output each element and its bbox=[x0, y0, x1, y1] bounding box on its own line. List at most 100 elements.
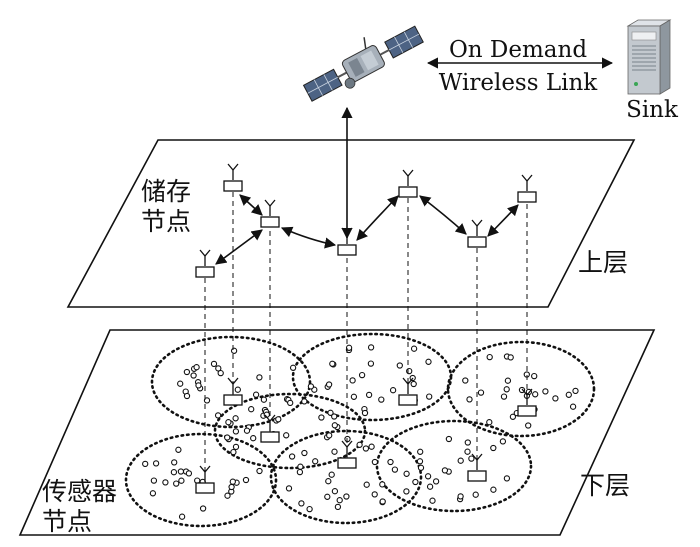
sensor-node bbox=[183, 392, 191, 400]
link-label-line1: On Demand bbox=[449, 37, 587, 63]
sensor-node bbox=[406, 367, 413, 375]
sensor-node bbox=[371, 458, 379, 466]
sensor-node bbox=[363, 481, 370, 488]
sensor-node bbox=[464, 439, 471, 446]
sensor-node bbox=[396, 362, 403, 369]
sensor-node bbox=[210, 360, 218, 368]
sensor-node bbox=[224, 492, 231, 499]
sensor-node bbox=[193, 364, 200, 371]
sensor-node bbox=[361, 409, 369, 417]
sensor-node bbox=[542, 388, 549, 395]
cluster bbox=[375, 419, 533, 513]
sensor-node bbox=[503, 475, 511, 482]
sensor-node bbox=[426, 393, 433, 400]
antenna-node-icon bbox=[337, 440, 357, 469]
sensor-node bbox=[509, 413, 517, 420]
antenna-node-icon bbox=[195, 249, 215, 278]
sensor-node bbox=[426, 483, 434, 490]
sensor-node bbox=[429, 497, 436, 504]
sensor-node bbox=[285, 485, 293, 492]
sensor-node bbox=[275, 416, 282, 423]
antenna-node-icon bbox=[195, 465, 215, 494]
antenna-node-icon bbox=[467, 219, 487, 248]
sensor-node bbox=[185, 470, 193, 477]
sensor-node bbox=[152, 460, 160, 467]
sensor-node bbox=[252, 391, 260, 398]
sensor-node bbox=[350, 393, 358, 400]
sensor-node bbox=[362, 445, 370, 452]
sensor-node bbox=[378, 396, 385, 403]
sensor-node bbox=[142, 460, 149, 468]
sensor-node bbox=[499, 438, 507, 445]
sensor-node bbox=[504, 377, 512, 384]
sensor-node bbox=[283, 432, 290, 439]
antenna-node-icon bbox=[260, 414, 280, 443]
sensor-node bbox=[367, 344, 375, 351]
sensor-node bbox=[416, 458, 424, 465]
sensor-node bbox=[410, 380, 417, 388]
sensor-node bbox=[334, 503, 342, 511]
sensor-node bbox=[326, 432, 333, 439]
sensor-node bbox=[387, 458, 394, 466]
sensor-node bbox=[503, 386, 510, 393]
sensor-node bbox=[477, 389, 485, 396]
sensor-node bbox=[242, 476, 250, 484]
sensor-node bbox=[466, 396, 473, 403]
sensor-node bbox=[379, 481, 386, 488]
sensor-nodes bbox=[142, 344, 579, 520]
sensor-node bbox=[325, 478, 332, 485]
sensor-node bbox=[260, 396, 268, 403]
sensor-node bbox=[371, 491, 378, 498]
storage-nodes-label-line1: 储存 bbox=[141, 177, 191, 206]
sensor-node bbox=[228, 483, 235, 491]
sensor-node bbox=[417, 464, 425, 471]
sensor-node bbox=[365, 391, 373, 399]
sensor-node bbox=[312, 458, 319, 465]
sensor-node bbox=[175, 446, 182, 453]
sensor-node bbox=[225, 419, 232, 426]
projection-lines bbox=[204, 192, 528, 480]
antenna-node-icon bbox=[467, 453, 487, 482]
sensor-node bbox=[325, 381, 333, 388]
sensor-node bbox=[441, 467, 449, 474]
sensor-node bbox=[190, 372, 197, 379]
sensor-node bbox=[457, 493, 464, 500]
cluster bbox=[269, 429, 423, 525]
sensor-node bbox=[569, 403, 577, 410]
sensor-node bbox=[331, 413, 338, 420]
sensor-node bbox=[170, 469, 178, 476]
sensor-node bbox=[183, 368, 191, 376]
sensor-node bbox=[425, 358, 432, 365]
sensor-node bbox=[572, 387, 579, 395]
upper-layer-label: 上层 bbox=[578, 248, 628, 277]
sink-label: Sink bbox=[626, 97, 679, 123]
sensor-node bbox=[379, 498, 386, 505]
sensor-node bbox=[343, 493, 350, 500]
sensor-node bbox=[248, 406, 255, 413]
sensor-node bbox=[298, 500, 305, 507]
sensor-node bbox=[507, 354, 514, 361]
sensor-node bbox=[217, 369, 224, 377]
sensor-node bbox=[391, 466, 399, 473]
sensor-node bbox=[424, 473, 432, 480]
cluster bbox=[124, 432, 278, 528]
sensor-node bbox=[403, 470, 410, 477]
antenna-node-icon bbox=[517, 174, 537, 203]
sensor-node bbox=[457, 457, 464, 464]
sensor-node bbox=[177, 468, 185, 475]
sensor-node bbox=[336, 497, 343, 504]
sensor-node bbox=[195, 382, 202, 389]
sensor-node bbox=[232, 415, 239, 422]
cluster bbox=[446, 340, 596, 438]
sensor-node bbox=[331, 488, 339, 495]
cluster-head-group bbox=[195, 377, 537, 494]
sensor-node bbox=[296, 468, 304, 476]
sensor-node bbox=[178, 513, 186, 520]
sensor-node bbox=[301, 449, 308, 457]
sensor-node bbox=[307, 383, 315, 390]
sensor-node bbox=[324, 493, 331, 500]
sensor-node bbox=[472, 491, 479, 498]
sensor-node bbox=[389, 387, 397, 394]
sensor-node bbox=[464, 448, 471, 455]
